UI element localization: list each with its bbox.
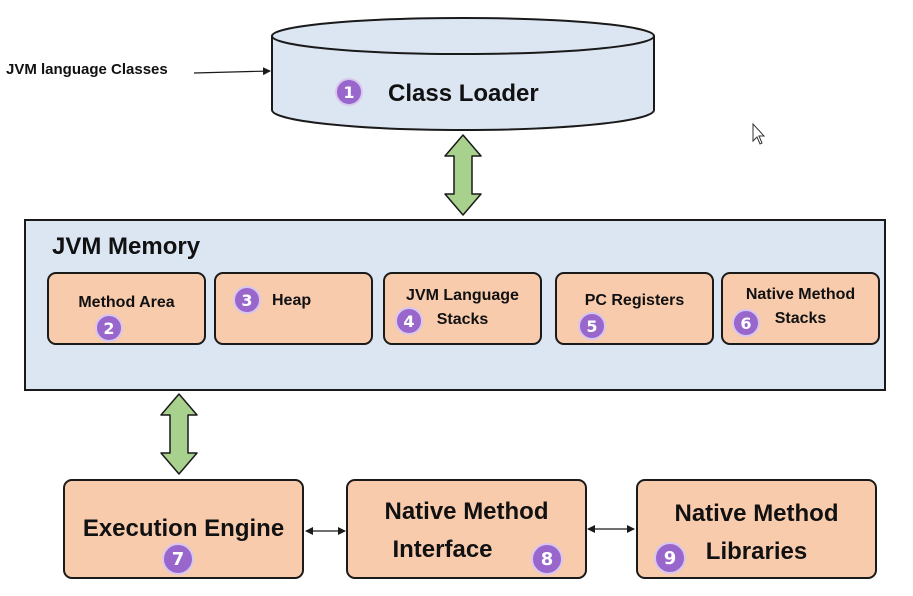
class-loader-label: Class Loader [388,80,539,107]
method-area-box: Method Area 2 [47,272,206,345]
cursor-icon [752,122,766,145]
pc-registers-label: PC Registers [584,292,685,309]
badge-8: 8 [531,543,563,575]
native-method-interface-box: Native Method Interface 8 [346,479,587,579]
pc-registers-box: PC Registers 5 [555,272,714,345]
heap-box: 3 Heap [214,272,373,345]
jvm-language-stacks-label-line1: JVM Language [406,287,519,304]
native-method-interface-label-line1: Native Method [384,498,549,525]
badge-7: 7 [162,543,194,575]
class-loader-cylinder [271,17,655,131]
badge-9: 9 [654,542,686,574]
method-area-label: Method Area [78,294,175,311]
jvm-language-stacks-box: JVM Language Stacks 4 [383,272,542,345]
native-method-libraries-box: Native Method Libraries 9 [636,479,877,579]
native-method-stacks-label-line1: Native Method [745,286,856,303]
badge-3: 3 [233,286,261,314]
native-method-stacks-box: Native Method Stacks 6 [721,272,880,345]
badge-6: 6 [732,309,760,337]
badge-2: 2 [95,314,123,342]
native-method-libraries-label-line2: Libraries [705,538,808,565]
input-arrow [193,67,271,76]
badge-1: 1 [335,78,363,106]
loader-memory-arrow [444,134,482,216]
native-method-libraries-label-line1: Native Method [674,500,839,527]
memory-engine-arrow [160,393,198,475]
jvm-language-stacks-label-line2: Stacks [436,311,489,328]
native-method-interface-label-line2: Interface [392,536,493,563]
execution-engine-label: Execution Engine [82,515,285,542]
badge-5: 5 [578,312,606,340]
native-method-stacks-label-line2: Stacks [774,310,827,327]
heap-label: Heap [272,292,312,309]
jvm-memory-title: JVM Memory [52,233,201,260]
input-label: JVM language Classes [6,61,168,78]
execution-engine-box: Execution Engine 7 [63,479,304,579]
badge-4: 4 [395,307,423,335]
